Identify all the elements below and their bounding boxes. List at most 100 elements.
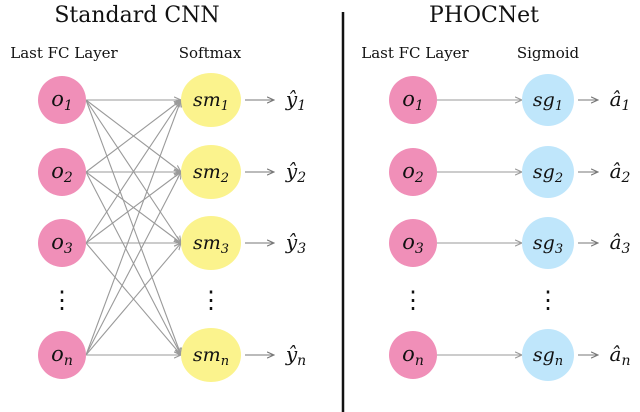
left-activation-label-4-base: sm	[193, 344, 221, 366]
right-input-label-2: o2	[402, 159, 424, 186]
right-activation-label-1-base: sg	[533, 89, 555, 111]
right-input-node-1	[389, 76, 437, 124]
right-activation-label-2: sg2	[533, 161, 563, 186]
right-result-label-1-subscript: 1	[622, 98, 631, 114]
right-input-label-3-base: o	[402, 230, 415, 254]
left-result-label-4-base: ŷ	[285, 342, 298, 366]
right-result-label-1: â1	[610, 87, 631, 114]
left-edge-3-1	[85, 100, 181, 244]
network-nodes: o1o2o3onsm1sm2sm3smnŷ1ŷ2ŷ3ŷn⋮⋮o1o2o3onsg…	[38, 73, 631, 382]
left-activation-label-1-base: sm	[193, 89, 221, 111]
right-result-label-2: â2	[610, 159, 631, 186]
right-input-label-1-base: o	[402, 87, 415, 111]
right-activation-node-1	[522, 74, 574, 126]
left-activation-label-1: sm1	[193, 89, 229, 114]
left-activation-label-4-subscript: n	[221, 354, 229, 369]
left-edge-2-1	[85, 100, 181, 173]
left-col2-header: Softmax	[179, 44, 242, 62]
connection-edges	[85, 100, 598, 356]
right-activation-label-2-base: sg	[533, 161, 555, 183]
left-edge-4-3	[85, 243, 181, 356]
right-result-label-4-subscript: n	[621, 353, 630, 369]
left-input-node-3	[38, 219, 86, 267]
right-result-label-4: ân	[610, 342, 631, 369]
left-edge-4-2	[85, 172, 181, 356]
right-col1-header: Last FC Layer	[361, 44, 469, 62]
left-activation-label-3: sm3	[193, 232, 229, 257]
left-input-label-1-subscript: 1	[64, 98, 73, 114]
left-edge-4-1	[85, 100, 181, 356]
left-activation-label-2-base: sm	[193, 161, 221, 183]
right-ellipsis-inputs: ⋮	[401, 286, 425, 314]
left-result-label-3-subscript: 3	[297, 241, 306, 257]
right-result-label-3-subscript: 3	[622, 241, 631, 257]
left-ellipsis-inputs: ⋮	[50, 286, 74, 314]
left-input-label-4-subscript: n	[64, 353, 73, 369]
left-activation-node-2	[181, 145, 241, 199]
left-input-label-2: o2	[51, 159, 73, 186]
right-activation-node-2	[522, 146, 574, 198]
left-activation-label-2-subscript: 2	[220, 171, 229, 186]
left-activation-label-2: sm2	[193, 161, 229, 186]
left-input-label-2-subscript: 2	[63, 170, 73, 186]
right-input-node-2	[389, 148, 437, 196]
right-input-label-1-subscript: 1	[415, 98, 424, 114]
left-input-label-2-base: o	[51, 159, 64, 183]
right-activation-label-3-subscript: 3	[555, 242, 563, 257]
right-input-label-2-base: o	[402, 159, 415, 183]
right-input-node-3	[389, 219, 437, 267]
left-ellipsis-activations: ⋮	[199, 286, 223, 314]
right-input-node-4	[389, 331, 437, 379]
left-result-label-2-subscript: 2	[296, 170, 306, 186]
left-input-label-4-base: o	[51, 342, 64, 366]
right-input-label-1: o1	[402, 87, 424, 114]
left-title: Standard CNN	[54, 3, 219, 28]
left-result-label-1-base: ŷ	[285, 87, 298, 111]
right-input-label-4-subscript: n	[415, 353, 424, 369]
right-col2-header: Sigmoid	[517, 44, 580, 62]
right-result-label-3-base: â	[610, 230, 622, 254]
left-result-label-2: ŷ2	[285, 159, 306, 186]
left-input-node-1	[38, 76, 86, 124]
right-result-label-2-base: â	[610, 159, 622, 183]
left-input-label-3: o3	[51, 230, 73, 257]
left-input-label-3-subscript: 3	[64, 241, 73, 257]
left-activation-label-3-subscript: 3	[221, 242, 229, 257]
left-activation-node-4	[181, 328, 241, 382]
left-result-label-1: ŷ1	[285, 87, 306, 114]
right-activation-label-2-subscript: 2	[554, 171, 563, 186]
right-activation-label-3: sg3	[533, 232, 563, 257]
left-input-node-4	[38, 331, 86, 379]
right-input-label-4-base: o	[402, 342, 415, 366]
left-input-label-3-base: o	[51, 230, 64, 254]
right-result-label-1-base: â	[610, 87, 622, 111]
right-input-label-3-subscript: 3	[415, 241, 424, 257]
right-title: PHOCNet	[429, 3, 539, 28]
left-input-label-1-base: o	[51, 87, 64, 111]
right-input-label-4: on	[402, 342, 424, 369]
right-activation-node-4	[522, 329, 574, 381]
right-activation-label-1-subscript: 1	[555, 99, 563, 114]
right-input-label-3: o3	[402, 230, 424, 257]
left-edge-3-2	[85, 172, 181, 244]
left-result-label-2-base: ŷ	[285, 159, 298, 183]
right-activation-label-4-base: sg	[533, 344, 555, 366]
left-input-label-1: o1	[51, 87, 73, 114]
right-activation-label-3-base: sg	[533, 232, 555, 254]
right-activation-label-4: sgn	[533, 344, 563, 369]
right-result-label-2-subscript: 2	[621, 170, 631, 186]
right-activation-label-1: sg1	[533, 89, 563, 114]
left-activation-label-4: smn	[193, 344, 229, 369]
left-activation-node-3	[181, 216, 241, 270]
left-input-label-4: on	[51, 342, 73, 369]
right-activation-label-4-subscript: n	[555, 354, 563, 369]
right-activation-node-3	[522, 217, 574, 269]
left-result-label-3-base: ŷ	[285, 230, 298, 254]
right-result-label-4-base: â	[610, 342, 622, 366]
right-ellipsis-activations: ⋮	[536, 286, 560, 314]
left-activation-label-1-subscript: 1	[221, 99, 229, 114]
left-activation-label-3-base: sm	[193, 232, 221, 254]
left-col1-header: Last FC Layer	[10, 44, 118, 62]
left-result-label-3: ŷ3	[285, 230, 306, 257]
